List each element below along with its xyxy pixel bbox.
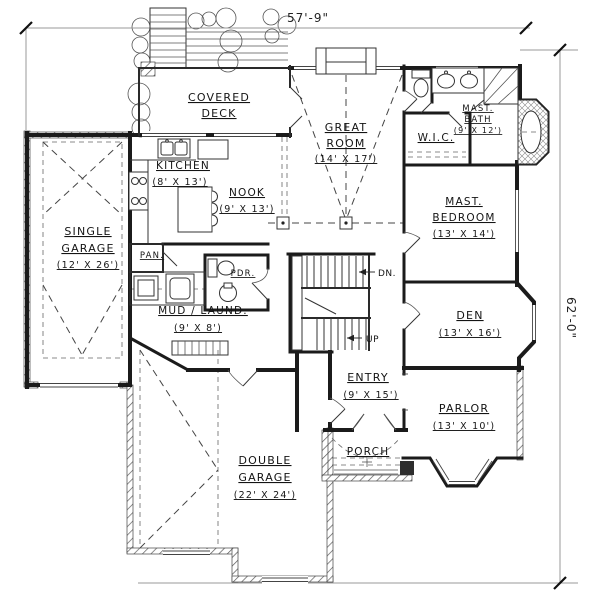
label-kitchen: KITCHEN: [156, 160, 210, 172]
label-single-garage-2: GARAGE: [61, 242, 114, 255]
label-double-garage-2: GARAGE: [238, 471, 291, 484]
label-pantry: PAN.: [140, 251, 164, 261]
interior-doors: [289, 86, 421, 431]
interior-walls: [161, 64, 519, 432]
dashed-ceiling-lines: [42, 74, 404, 549]
fireplace: [315, 47, 377, 75]
stair-down-label: DN.: [378, 269, 396, 279]
porch-details: [331, 437, 414, 475]
label-powder: PDR.: [231, 269, 256, 279]
master-bath-fixtures: [403, 67, 549, 165]
label-wic: W.I.C.: [418, 132, 455, 144]
kitchen-island: [177, 186, 213, 233]
kitchen-fixtures: [128, 138, 229, 244]
label-den: DEN: [456, 309, 483, 322]
dimension-lines: 57'-9" 62'-0": [19, 11, 578, 590]
dimension-height-label: 62'-0": [564, 297, 578, 339]
label-master-bedroom-dims: (13' X 14'): [433, 229, 496, 240]
room-labels: COVERED DECK GREAT ROOM (14' X 17') KITC…: [57, 91, 502, 501]
label-master-bath-2: BATH: [464, 115, 491, 125]
label-entry-dims: (9' X 15'): [343, 390, 398, 401]
label-entry: ENTRY: [347, 371, 389, 384]
label-kitchen-dims: (8' X 13'): [152, 177, 207, 188]
powder-room-fixtures: [207, 258, 269, 302]
label-parlor: PARLOR: [439, 402, 489, 415]
interior-stairs: DN. UP: [291, 255, 396, 351]
label-master-bedroom-2: BEDROOM: [432, 212, 495, 224]
label-mud-laundry-dims: (9' X 8'): [174, 323, 222, 334]
label-mud-laundry: MUD / LAUND.: [158, 305, 248, 317]
deck-stairs: [140, 7, 288, 77]
label-covered-deck-1: COVERED: [188, 91, 250, 104]
dimension-width-label: 57'-9": [287, 11, 329, 25]
label-master-bath-dims: (9' X 12'): [454, 126, 502, 135]
label-master-bedroom-1: MAST.: [445, 196, 482, 208]
label-covered-deck-2: DECK: [201, 107, 236, 120]
label-single-garage-dims: (12' X 26'): [57, 260, 120, 271]
label-single-garage-1: SINGLE: [64, 225, 111, 238]
label-great-room-2: ROOM: [326, 137, 365, 150]
label-master-bath-1: MAST.: [462, 104, 493, 114]
label-nook-dims: (9' X 13'): [219, 204, 274, 215]
label-nook: NOOK: [229, 187, 265, 199]
label-great-room-dims: (14' X 17'): [315, 154, 378, 165]
label-double-garage-dims: (22' X 24'): [234, 490, 297, 501]
label-parlor-dims: (13' X 10'): [433, 421, 496, 432]
stair-up-label: UP: [366, 335, 379, 345]
porch-post: [400, 461, 414, 475]
columns: [276, 216, 353, 230]
mud-laundry-fixtures: [129, 271, 259, 387]
label-double-garage-1: DOUBLE: [238, 454, 291, 467]
label-great-room-1: GREAT: [325, 121, 368, 134]
shrub-circles: [127, 7, 297, 138]
label-porch: PORCH: [347, 446, 390, 458]
label-den-dims: (13' X 16'): [439, 328, 502, 339]
